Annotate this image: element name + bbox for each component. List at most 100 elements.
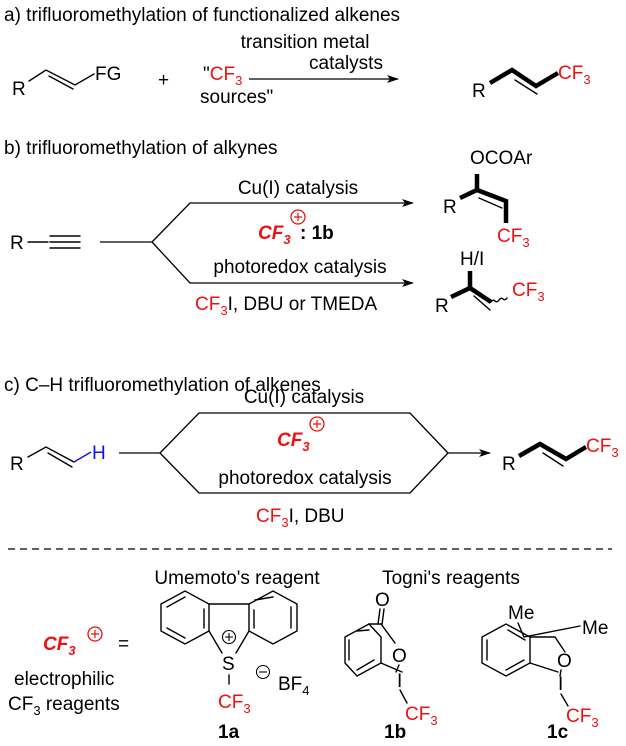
plus-sign-glyph	[91, 630, 99, 638]
center-reagent: CF3	[277, 416, 325, 454]
plus-sign-glyph	[294, 213, 302, 221]
thiophene-bonds	[208, 603, 250, 654]
togni-title: Togni's reagents	[382, 568, 520, 589]
lower-arrow	[151, 241, 414, 287]
product-cf: CF	[586, 436, 611, 457]
o-i-bond	[395, 664, 400, 673]
product1-r: R	[443, 197, 457, 218]
product1-double-bond	[478, 197, 503, 209]
plus-charge-icon	[221, 629, 237, 645]
compound-label-1a: 1a	[218, 722, 240, 743]
lower-path	[159, 452, 449, 494]
o-i-bond	[559, 669, 562, 677]
product2-double-bond	[473, 295, 491, 311]
lower-condition: photoredox catalysis	[213, 257, 386, 278]
upper-condition: Cu(I) catalysis	[244, 387, 364, 408]
svg-text:CF3: CF3	[277, 430, 310, 454]
svg-text:CF3: CF3	[405, 704, 438, 728]
plus-sign: +	[158, 70, 169, 91]
section-c: c) C–H trifluoromethylation of alkenes R…	[4, 375, 619, 530]
product1-cf: CF	[497, 226, 522, 247]
lower-reagent: CF3I, DBU or TMEDA	[195, 294, 377, 318]
svg-text:"CF3: "CF3	[203, 64, 242, 88]
product2-sub: 3	[537, 289, 544, 304]
minus-charge-icon	[255, 664, 271, 680]
legend-cf: CF	[8, 694, 33, 715]
svg-text:CF3: CF3	[218, 692, 251, 716]
section-a-title: a) trifluoromethylation of functionalize…	[4, 5, 400, 26]
cf-sub: 3	[430, 713, 437, 728]
substrate-fg: FG	[95, 64, 121, 85]
section-c-title: c) C–H trifluoromethylation of alkenes	[4, 375, 321, 396]
benzene-double-bonds	[348, 629, 375, 671]
compound-label-1c: 1c	[547, 722, 569, 743]
product-cf: CF	[558, 63, 583, 84]
cf-sub: 3	[591, 715, 598, 730]
s-atom: S	[222, 654, 235, 675]
section-a-product: R CF3	[472, 63, 591, 102]
plus-charge-icon	[309, 416, 325, 432]
product-backbone	[517, 441, 588, 462]
reagent-sub: 3	[281, 515, 288, 530]
svg-text:CF3: CF3	[497, 226, 530, 250]
substrate-r: R	[10, 454, 24, 475]
methyl-1: Me	[508, 603, 534, 624]
product2-backbone	[450, 285, 493, 304]
product1-sub: 3	[522, 235, 529, 250]
cf-text: CF	[210, 64, 235, 85]
cf-text: CF	[405, 704, 430, 725]
plus-charge-icon	[290, 209, 306, 225]
benzene-double-bonds	[486, 629, 526, 671]
upper-condition: Cu(I) catalysis	[238, 178, 358, 199]
plus-charge-icon	[87, 626, 103, 642]
reagent-cf: CF	[195, 294, 220, 315]
svg-text:CF3 reagents: CF3 reagents	[8, 694, 120, 718]
bottom-reagent: CF3I, DBU	[256, 506, 345, 530]
plus-sign-glyph	[225, 633, 233, 641]
substrate-h: H	[92, 443, 106, 464]
legend-line1: electrophilic	[14, 669, 114, 690]
ocoar-label: OCOAr	[470, 148, 533, 169]
hi-label: H/I	[460, 249, 484, 270]
product-r: R	[472, 81, 486, 102]
alkene-bond	[28, 69, 95, 86]
quote: "	[203, 64, 210, 85]
alkene-double-bond	[47, 452, 73, 468]
carbonyl-double-bond	[377, 608, 385, 626]
product-enol-ester: OCOAr R CF3	[443, 148, 533, 250]
product-sub: 3	[611, 445, 618, 460]
svg-text:CF3: CF3	[566, 706, 599, 730]
reagent-cf: CF	[256, 506, 281, 527]
product-double-bond	[514, 79, 538, 95]
legend-suffix: reagents	[41, 694, 120, 715]
counterion-text: BF	[278, 674, 302, 695]
reagent-suffix: : 1b	[300, 223, 334, 244]
alkyne-substrate: R	[10, 233, 81, 254]
ring-o: O	[557, 651, 572, 672]
cf-text: CF	[566, 706, 591, 727]
left-benzene-ring	[160, 590, 210, 645]
reagent-cf: CF	[277, 430, 304, 451]
upper-reagent: CF3 : 1b	[258, 209, 334, 247]
umemoto-title: Umemoto's reagent	[154, 568, 320, 589]
branching-arrows-b	[100, 199, 414, 287]
sources-text: sources"	[200, 87, 273, 108]
i-cf3-bond	[399, 689, 408, 704]
svg-text:CF3I, DBU or TMEDA: CF3I, DBU or TMEDA	[195, 294, 377, 318]
product2-r: R	[435, 296, 449, 317]
iodine-atom: I	[397, 671, 402, 692]
compound-1c: Me Me O I CF3 1c	[481, 603, 608, 743]
product1-backbone	[459, 187, 509, 223]
product-r: R	[502, 454, 516, 475]
legend-sub: 3	[33, 703, 40, 718]
ring-bonds	[368, 623, 403, 673]
svg-text:CF3: CF3	[43, 634, 76, 658]
reaction-arrow-a: transition metal catalysts	[241, 32, 399, 83]
section-b-title: b) trifluoromethylation of alkynes	[4, 138, 278, 159]
upper-arrow	[151, 199, 414, 243]
legend-cf: CF	[43, 634, 70, 655]
reagent-cf: CF	[258, 223, 285, 244]
wavy-bond	[490, 297, 508, 303]
reagents-section: CF3 = electrophilic CF3 reagents Umemoto…	[8, 568, 608, 743]
section-a-substrate: R FG	[12, 64, 121, 100]
